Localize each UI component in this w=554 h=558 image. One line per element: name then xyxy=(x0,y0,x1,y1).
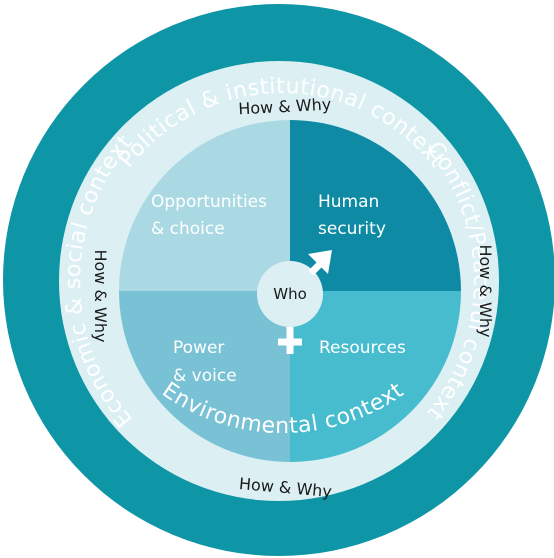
center-label-who: Who xyxy=(273,285,307,303)
how-why-left: How & Why xyxy=(91,250,110,343)
quadrant-human-security xyxy=(290,120,461,291)
quadrant-label-voice: & voice xyxy=(173,366,237,386)
quadrant-label-power: Power xyxy=(173,338,224,358)
quadrant-label-opportunities: Opportunities xyxy=(151,192,267,212)
how-why-right: How & Why xyxy=(476,245,495,338)
how-why-top: How & Why xyxy=(238,95,332,119)
quadrant-label-resources: Resources xyxy=(319,338,406,358)
quadrant-power-voice xyxy=(119,291,290,462)
quadrant-label-human: Human xyxy=(318,192,379,212)
quadrant-resources xyxy=(290,291,461,462)
quadrant-opportunities-choice xyxy=(119,120,290,291)
center-circle xyxy=(257,261,323,327)
quadrant-label-security: security xyxy=(318,219,386,239)
male-symbol-icon xyxy=(308,250,332,276)
female-symbol-icon xyxy=(278,327,302,354)
quadrant-label-choice: & choice xyxy=(151,219,225,239)
